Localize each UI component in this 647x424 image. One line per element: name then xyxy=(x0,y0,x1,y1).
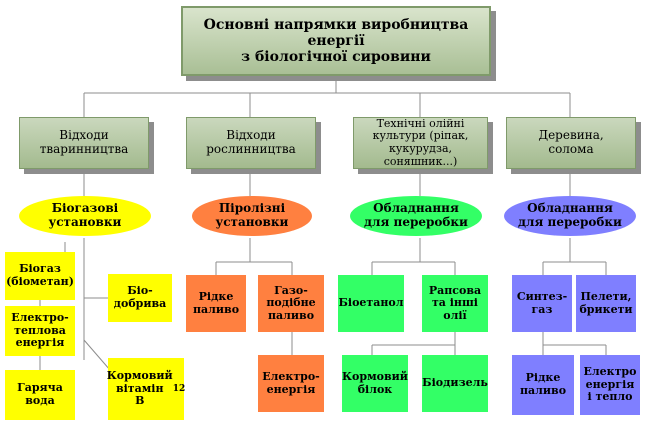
product-gaseous-fuel: Газо- подібне паливо xyxy=(258,275,324,332)
product-hot-water: Гаряча вода xyxy=(5,370,75,420)
product-electro-heat-energy: Електро- теплова енергія xyxy=(5,306,75,356)
product-wood-electro-heat: Електро енергія і тепло xyxy=(580,355,640,415)
product-liquid-fuel: Рідке паливо xyxy=(186,275,246,332)
product-biofertilizer: Біо- добрива xyxy=(108,274,172,322)
product-rapeseed-oils: Рапсова та інші олії xyxy=(422,275,488,332)
process-pyrolysis-plants: Піролізні установки xyxy=(192,196,312,236)
category-oil-crops: Технічні олійні культури (ріпак, кукуруд… xyxy=(353,117,488,169)
product-biogas: Біогаз (біометан) xyxy=(5,252,75,300)
product-syngas: Синтез- газ xyxy=(512,275,572,332)
product-feed-protein: Кормовий білок xyxy=(342,355,408,412)
product-wood-liquid-fuel: Рідке паливо xyxy=(512,355,574,415)
vitamin-subscript: 12 xyxy=(172,383,186,394)
vitamin-label: Кормовий вітамін B xyxy=(106,369,173,408)
category-plant-waste: Відходи рослинництва xyxy=(186,117,316,169)
category-animal-waste: Відходи тваринництва xyxy=(19,117,149,169)
process-oil-equipment: Обладнання для переробки xyxy=(350,196,482,236)
product-pellets-briquettes: Пелети, брикети xyxy=(576,275,636,332)
diagram-title: Основні напрямки виробництва енергії з б… xyxy=(181,6,491,76)
category-wood-straw: Деревина, солома xyxy=(506,117,636,169)
product-electricity: Електро- енергія xyxy=(258,355,324,412)
process-biogas-plants: Біогазові установки xyxy=(19,196,151,236)
process-wood-equipment: Обладнання для переробки xyxy=(504,196,636,236)
product-bioethanol: Біоетанол xyxy=(338,275,404,332)
product-biodiesel: Біодизель xyxy=(422,355,488,412)
